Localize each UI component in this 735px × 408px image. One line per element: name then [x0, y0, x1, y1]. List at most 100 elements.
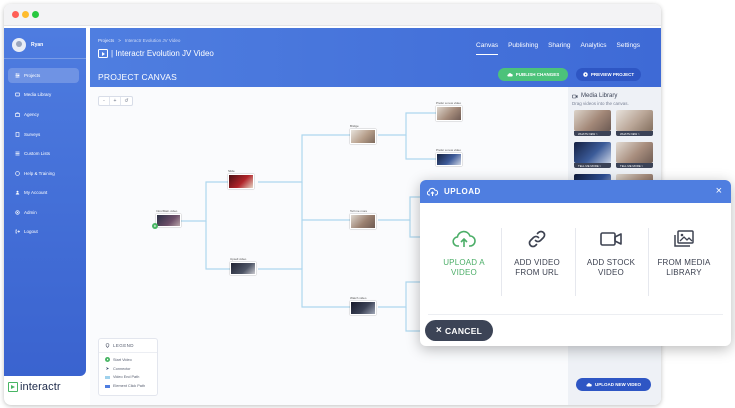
sidebar: Ryan Projects Media Library Agency Surve…	[4, 28, 86, 376]
media-item-thumbnail[interactable]	[616, 142, 653, 163]
interactr-logo: interactr	[8, 381, 61, 393]
preview-project-button[interactable]: PREVIEW PROJECT	[576, 68, 641, 81]
preview-label: PREVIEW PROJECT	[590, 72, 635, 77]
sidebar-item-admin[interactable]: Admin	[8, 205, 79, 220]
zoom-controls: - + ↺	[98, 96, 133, 106]
connector-icon	[106, 367, 109, 370]
cloud-upload-icon	[427, 187, 438, 196]
publish-changes-button[interactable]: PUBLISH CHANGES	[498, 68, 568, 81]
legend-item-video-end-path: Video End Path	[105, 375, 139, 379]
close-window-button[interactable]	[12, 11, 19, 18]
publish-label: PUBLISH CHANGES	[515, 72, 560, 77]
close-icon[interactable]: ×	[715, 185, 722, 197]
sidebar-item-logout[interactable]: Logout	[8, 224, 79, 239]
node-thumbnail	[436, 106, 462, 121]
media-item-thumbnail[interactable]	[574, 142, 611, 163]
cloud-upload-icon	[451, 228, 477, 250]
sidebar-item-custom-lists[interactable]: Custom Lists	[8, 146, 79, 161]
legend-label: Element Click Path	[113, 384, 146, 388]
sidebar-item-my-account[interactable]: My Account	[8, 185, 79, 200]
cancel-button[interactable]: × CANCEL	[425, 320, 493, 341]
tab-canvas[interactable]: Canvas	[471, 42, 503, 55]
sidebar-item-media-library[interactable]: Media Library	[8, 87, 79, 102]
play-logo-icon	[8, 382, 18, 392]
node-thumbnail	[350, 214, 376, 229]
reset-zoom-button[interactable]: ↺	[124, 98, 129, 104]
node-label: Prefer a new video	[436, 101, 462, 105]
media-item-caption: WHATS NEW >	[574, 131, 611, 136]
video-title-text: | Interactr Evolution JV Video	[111, 49, 214, 58]
breadcrumb-projects[interactable]: Projects	[98, 38, 115, 43]
breadcrumb-separator: >	[118, 38, 121, 43]
title-bar	[4, 4, 661, 26]
account-icon	[15, 190, 20, 195]
sidebar-item-label: Agency	[24, 112, 40, 117]
media-icon	[15, 92, 20, 97]
close-icon: ×	[435, 324, 442, 336]
modal-title: UPLOAD	[444, 187, 481, 196]
node-label: Upsell video	[230, 257, 247, 261]
upload-new-video-button[interactable]: UPLOAD NEW VIDEO	[576, 378, 651, 391]
legend-title: LEGEND	[113, 343, 134, 348]
media-item-caption: WHATS NEW >	[616, 131, 653, 136]
browser-window: Ryan Projects Media Library Agency Surve…	[4, 4, 661, 405]
agency-icon	[15, 112, 20, 117]
sidebar-item-label: My Account	[24, 190, 48, 195]
tab-sharing[interactable]: Sharing	[548, 42, 571, 49]
minimize-window-button[interactable]	[22, 11, 29, 18]
logout-icon	[15, 229, 20, 234]
sidebar-item-agency[interactable]: Agency	[8, 107, 79, 122]
breadcrumb: Projects > Interactr Evolution JV Video	[98, 38, 180, 43]
user-name: Ryan	[31, 42, 44, 48]
maximize-window-button[interactable]	[32, 11, 39, 18]
user-profile[interactable]: Ryan	[12, 37, 43, 53]
modal-header: UPLOAD ×	[420, 180, 731, 203]
help-icon	[15, 171, 20, 176]
zoom-out-button[interactable]: -	[99, 97, 110, 105]
node-thumbnail	[230, 262, 256, 275]
node-thumbnail	[156, 214, 181, 227]
cancel-label: CANCEL	[444, 325, 483, 336]
divider	[428, 314, 723, 315]
sliders-icon	[15, 73, 20, 78]
image-gallery-icon	[671, 228, 697, 250]
zoom-in-button[interactable]: +	[110, 97, 121, 105]
node-label: Prefer a new video	[436, 148, 462, 152]
tab-analytics[interactable]: Analytics	[580, 42, 607, 49]
sidebar-item-label: Logout	[24, 229, 38, 234]
media-item-thumbnail[interactable]	[574, 110, 611, 131]
media-item-caption: TELL ME MORE >	[616, 163, 653, 168]
legend-item-connector: Connector	[105, 366, 131, 371]
divider	[575, 228, 576, 296]
media-item-thumbnail[interactable]	[616, 110, 653, 131]
start-video-icon	[152, 223, 158, 229]
tab-publishing[interactable]: Publishing	[508, 42, 539, 49]
video-title: | Interactr Evolution JV Video	[98, 49, 214, 58]
sidebar-item-surveys[interactable]: Surveys	[8, 127, 79, 142]
media-item-caption: TELL ME MORE >	[574, 163, 611, 168]
tab-settings[interactable]: Settings	[616, 42, 641, 49]
divider	[501, 228, 502, 296]
start-video-icon	[105, 357, 110, 362]
node-label: Intro/Main video	[156, 209, 178, 213]
cloud-icon	[507, 73, 513, 77]
sidebar-item-label: Projects	[24, 73, 41, 78]
node-label: Bridge	[350, 124, 359, 128]
sidebar-item-projects[interactable]: Projects	[8, 68, 79, 83]
legend: LEGEND Start Video Connector Video End P…	[98, 338, 158, 396]
sidebar-item-help-training[interactable]: Help & Training	[8, 166, 79, 181]
sidebar-item-label: Admin	[24, 210, 37, 215]
list-icon	[15, 151, 20, 156]
sidebar-item-label: Help & Training	[24, 171, 55, 176]
upload-new-video-label: UPLOAD NEW VIDEO	[594, 382, 641, 387]
logo-text: interactr	[20, 381, 61, 393]
legend-label: Connector	[113, 366, 131, 371]
page-title: PROJECT CANVAS	[98, 72, 178, 82]
